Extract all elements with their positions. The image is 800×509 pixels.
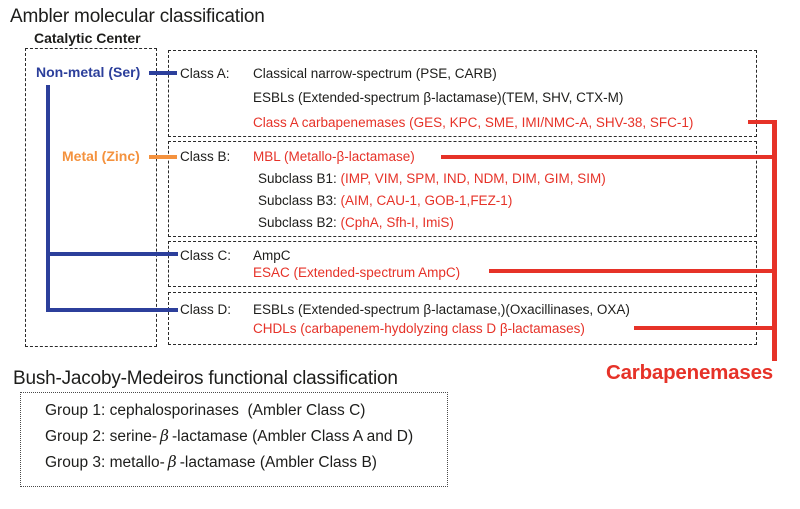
catalytic-center-label: Catalytic Center: [34, 30, 141, 46]
subclass-b3-label: Subclass B3:: [258, 193, 341, 208]
class-a-box: [168, 50, 757, 137]
subclass-b1-list: (IMP, VIM, SPM, IND, NDM, DIM, GIM, SIM): [340, 171, 606, 186]
carbapenemases-trunk-line: [772, 120, 777, 361]
beta-symbol: β: [167, 453, 177, 471]
class-c-row-ampc: AmpC: [253, 248, 291, 263]
group-3-row: Group 3: metallo-β-lactamase (Ambler Cla…: [45, 453, 377, 472]
subclass-b3-list: (AIM, CAU-1, GOB-1,FEZ-1): [340, 193, 513, 208]
connector-mbl-carbapenemases: [441, 155, 777, 159]
connector-esac-carbapenemases: [489, 269, 777, 273]
class-d-label: Class D:: [180, 302, 232, 317]
connector-chdl-carbapenemases: [634, 326, 777, 330]
beta-symbol: β: [160, 427, 169, 445]
class-a-row-classical: Classical narrow-spectrum (PSE, CARB): [253, 66, 497, 81]
group-2-suffix: -lactamase (Ambler Class A and D): [171, 428, 414, 445]
group-1-row: Group 1: cephalosporinases (Ambler Class…: [45, 402, 366, 419]
carbapenemases-label: Carbapenemases: [606, 361, 773, 384]
group-3-suffix: -lactamase (Ambler Class B): [179, 454, 377, 471]
subclass-b2-label: Subclass B2:: [258, 215, 341, 230]
class-c-row-esac: ESAC (Extended-spectrum AmpC): [253, 265, 461, 280]
subclass-b2-list: (CphA, Sfh-I, ImiS): [340, 215, 454, 230]
functional-groups-box: [20, 392, 448, 487]
group-2-prefix: Group 2: serine-: [45, 428, 157, 445]
page-title: Ambler molecular classification: [10, 6, 265, 27]
class-a-row-carbapenemases: Class A carbapenemases (GES, KPC, SME, I…: [253, 115, 694, 130]
connector-metal-class-b: [149, 155, 177, 159]
class-b-box: [168, 141, 757, 237]
class-b-row-subclass-b1: Subclass B1: (IMP, VIM, SPM, IND, NDM, D…: [258, 170, 606, 188]
metal-zinc-label: Metal (Zinc): [62, 148, 140, 164]
functional-classification-title: Bush-Jacoby-Medeiros functional classifi…: [13, 368, 398, 389]
class-b-row-mbl: MBL (Metallo-β-lactamase): [253, 149, 415, 164]
class-c-label: Class C:: [180, 248, 232, 263]
class-c-box: [168, 241, 757, 287]
connector-nonmetal-class-a: [149, 71, 177, 75]
nonmetal-trunk-line: [46, 85, 50, 312]
subclass-b1-label: Subclass B1:: [258, 171, 341, 186]
group-3-prefix: Group 3: metallo-: [45, 454, 165, 471]
class-b-label: Class B:: [180, 149, 231, 164]
connector-nonmetal-class-c: [46, 252, 178, 256]
non-metal-ser-label: Non-metal (Ser): [36, 64, 141, 80]
class-b-row-subclass-b2: Subclass B2: (CphA, Sfh-I, ImiS): [258, 214, 454, 232]
class-b-row-subclass-b3: Subclass B3: (AIM, CAU-1, GOB-1,FEZ-1): [258, 192, 512, 210]
class-a-label: Class A:: [180, 66, 230, 81]
connector-class-a-carbapenemases: [748, 120, 777, 124]
class-d-row-esbl: ESBLs (Extended-spectrum β-lactamase,)(O…: [253, 302, 630, 317]
class-a-row-esbl: ESBLs (Extended-spectrum β-lactamase)(TE…: [253, 90, 624, 105]
class-d-box: [168, 292, 757, 345]
catalytic-center-box: [25, 48, 157, 347]
connector-nonmetal-class-d: [46, 308, 178, 312]
class-d-row-chdl: CHDLs (carbapenem-hydolyzing class D β-l…: [253, 321, 585, 336]
group-2-row: Group 2: serine-β-lactamase (Ambler Clas…: [45, 427, 413, 446]
